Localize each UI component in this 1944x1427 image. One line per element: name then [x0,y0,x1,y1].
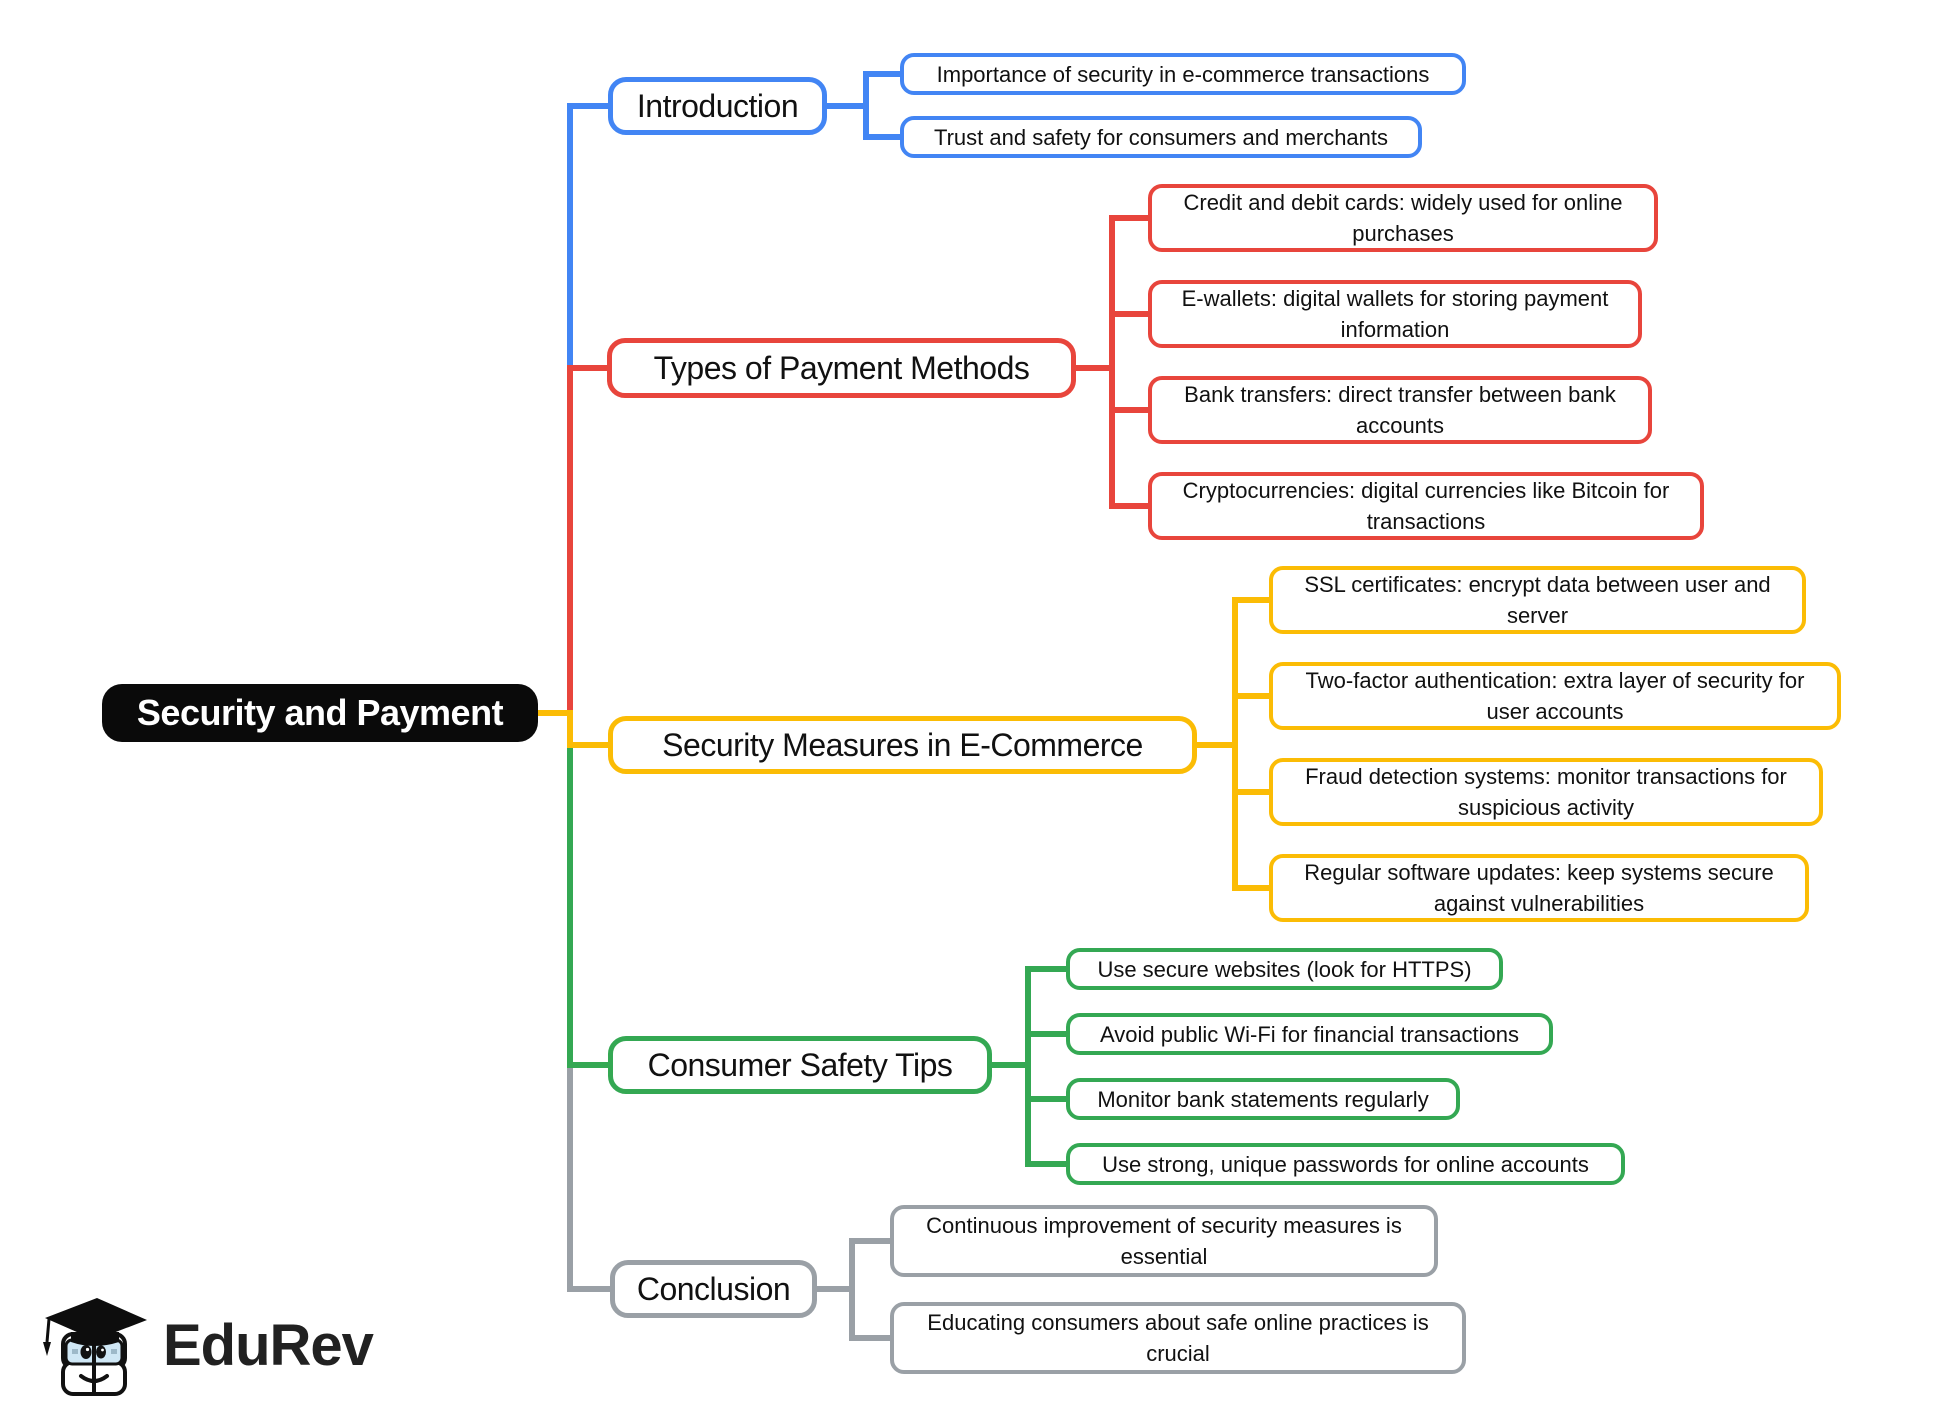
leaf-node[interactable]: E-wallets: digital wallets for storing p… [1148,280,1642,348]
leaf-node[interactable]: Continuous improvement of security measu… [890,1205,1438,1277]
leaf-node[interactable]: Cryptocurrencies: digital currencies lik… [1148,472,1704,540]
leaf-node[interactable]: Trust and safety for consumers and merch… [900,116,1422,158]
leaf-node[interactable]: Educating consumers about safe online pr… [890,1302,1466,1374]
leaf-node[interactable]: Fraud detection systems: monitor transac… [1269,758,1823,826]
root-node[interactable]: Security and Payment [102,684,538,742]
branch-node-payment-methods[interactable]: Types of Payment Methods [607,338,1076,398]
leaf-node[interactable]: SSL certificates: encrypt data between u… [1269,566,1806,634]
edurev-mascot-icon [43,1298,147,1396]
branch-node-introduction[interactable]: Introduction [608,77,827,135]
edurev-wordmark: EduRev [163,1313,374,1378]
leaf-node[interactable]: Avoid public Wi-Fi for financial transac… [1066,1013,1553,1055]
leaf-node[interactable]: Credit and debit cards: widely used for … [1148,184,1658,252]
edurev-logo: EduRev [37,1292,374,1400]
leaf-node[interactable]: Regular software updates: keep systems s… [1269,854,1809,922]
leaf-node[interactable]: Use secure websites (look for HTTPS) [1066,948,1503,990]
leaf-node[interactable]: Importance of security in e-commerce tra… [900,53,1466,95]
leaf-node[interactable]: Use strong, unique passwords for online … [1066,1143,1625,1185]
branch-node-conclusion[interactable]: Conclusion [610,1260,817,1318]
leaf-node[interactable]: Two-factor authentication: extra layer o… [1269,662,1841,730]
branch-node-security-measures[interactable]: Security Measures in E-Commerce [608,716,1197,774]
leaf-node[interactable]: Bank transfers: direct transfer between … [1148,376,1652,444]
leaf-node[interactable]: Monitor bank statements regularly [1066,1078,1460,1120]
branch-node-consumer-tips[interactable]: Consumer Safety Tips [608,1036,992,1094]
